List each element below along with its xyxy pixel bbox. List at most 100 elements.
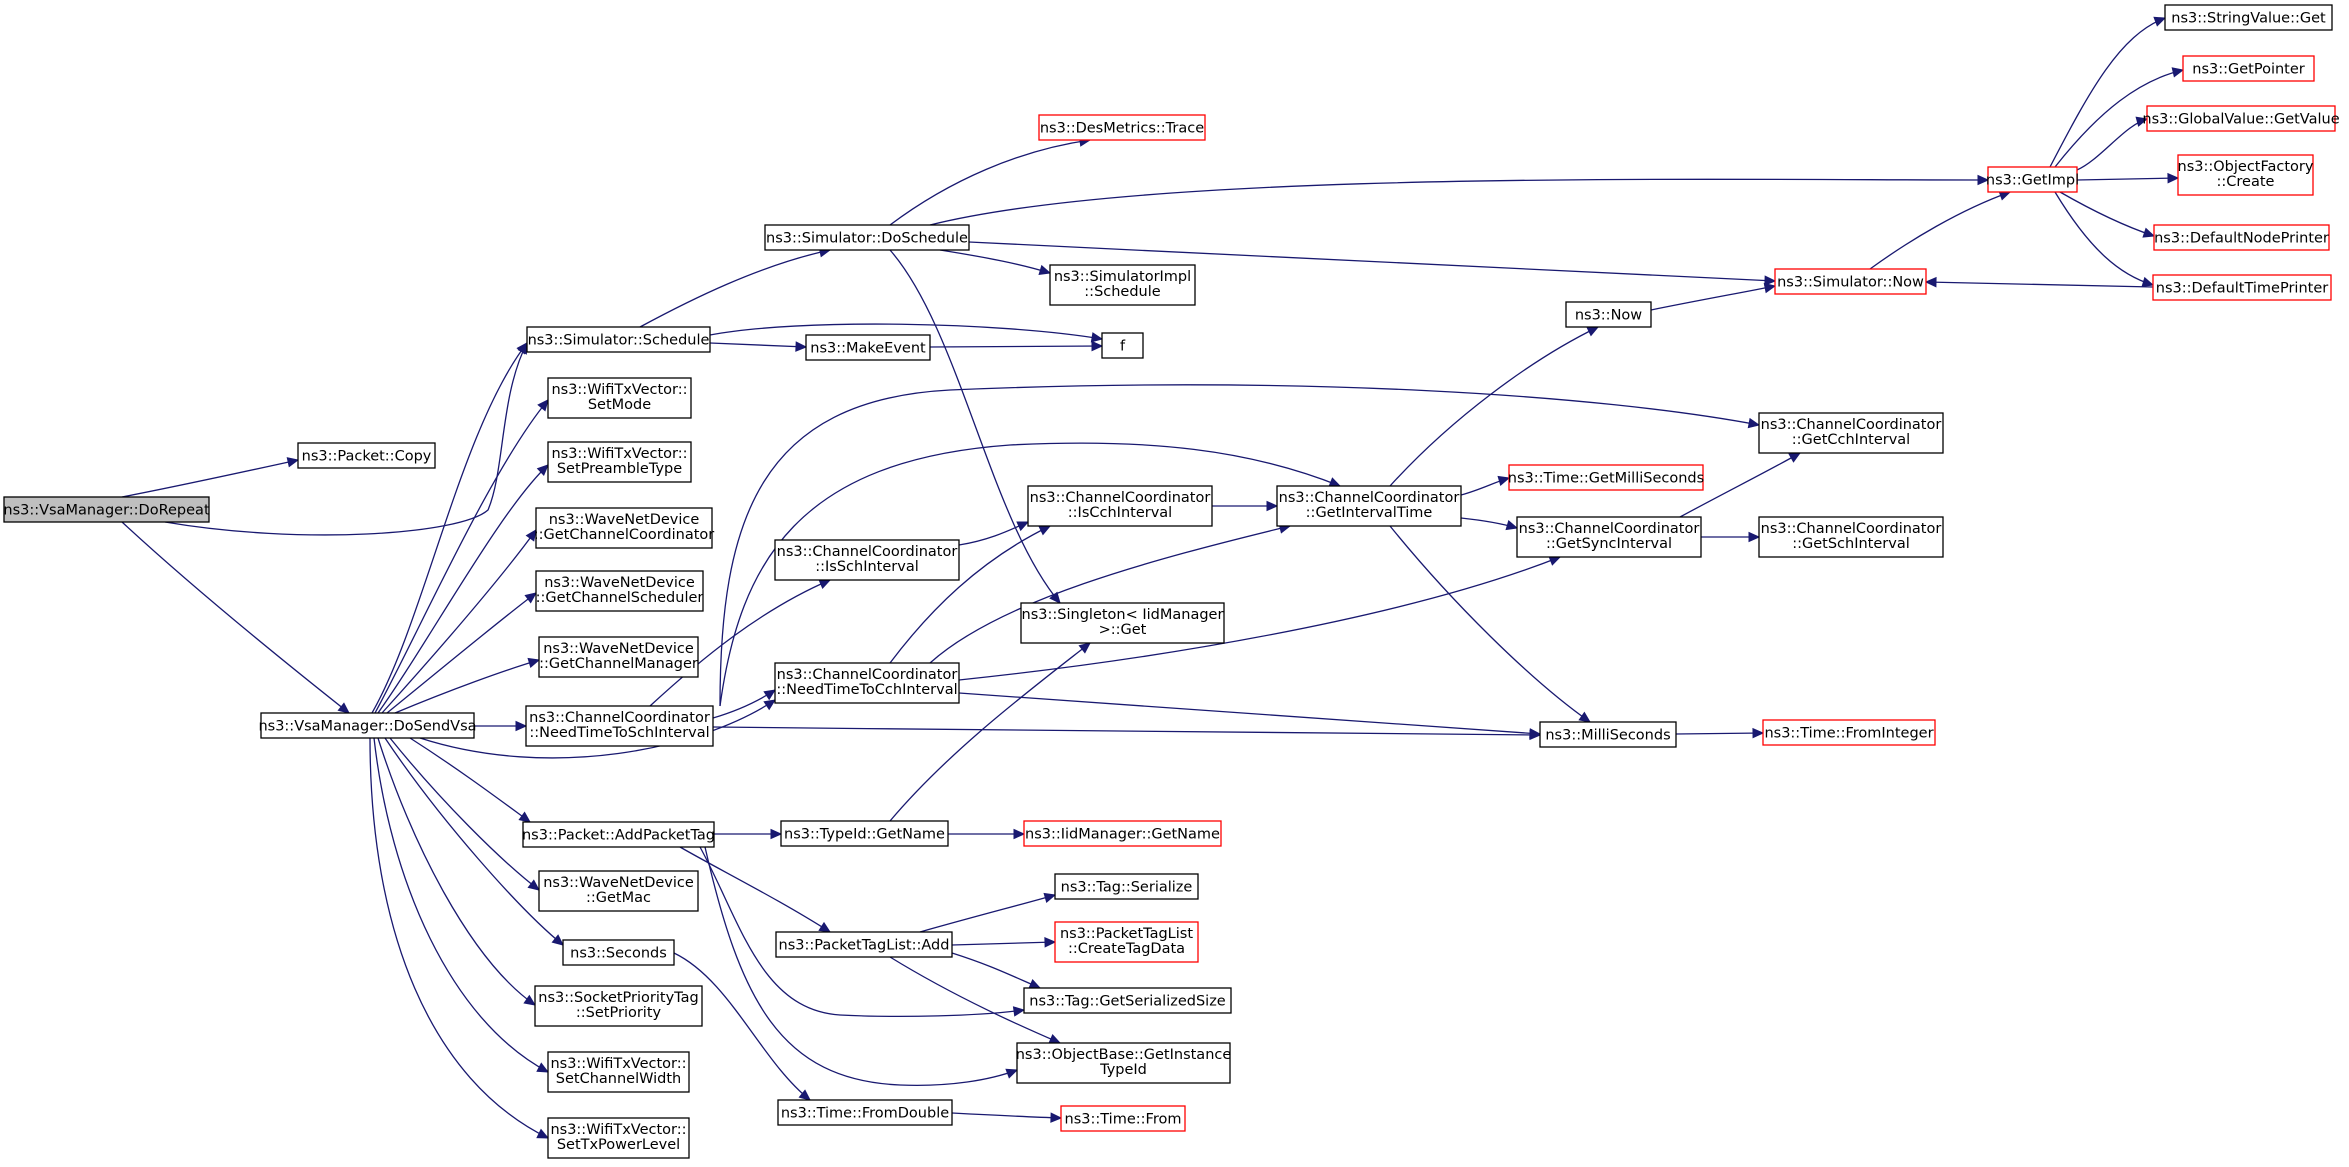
edge-getimpl-to-objfactory bbox=[2076, 172, 2180, 184]
edge-deftimeprinter-to-sim_now bbox=[1924, 276, 2154, 288]
arrowhead bbox=[1529, 728, 1542, 739]
node-label: ::GetSyncInterval bbox=[1546, 536, 1672, 552]
node-makeevent[interactable]: ns3::MakeEvent bbox=[805, 334, 931, 361]
edge-line bbox=[2076, 118, 2148, 171]
node-sim-now[interactable]: ns3::Simulator::Now bbox=[1774, 268, 1927, 295]
node-createtagdata[interactable]: ns3::PacketTagList::CreateTagData bbox=[1054, 921, 1199, 963]
node-tag-getsersize[interactable]: ns3::Tag::GetSerializedSize bbox=[1023, 987, 1232, 1014]
edge-line bbox=[2059, 191, 2155, 237]
node-getintervaltime[interactable]: ns3::ChannelCoordinator::GetIntervalTime bbox=[1276, 485, 1462, 527]
node-iscchint[interactable]: ns3::ChannelCoordinator::IsCchInterval bbox=[1027, 485, 1213, 527]
node-setpriority[interactable]: ns3::SocketPriorityTag::SetPriority bbox=[534, 985, 703, 1027]
edge-doschedule-to-simimpl_sched bbox=[939, 249, 1052, 276]
node-label: ns3::VsaManager::DoRepeat bbox=[3, 503, 210, 519]
node-box bbox=[1060, 1105, 1186, 1132]
node-box bbox=[547, 441, 692, 483]
edge-line bbox=[709, 323, 1103, 340]
node-ptl-add[interactable]: ns3::PacketTagList::Add bbox=[775, 931, 953, 958]
edge-iscchint-to-getintervaltime bbox=[1212, 500, 1279, 512]
node-deftimeprinter[interactable]: ns3::DefaultTimePrinter bbox=[2152, 274, 2332, 301]
node-label: ns3::PacketTagList bbox=[1060, 926, 1193, 942]
node-box bbox=[2177, 154, 2314, 196]
node-desmetrics[interactable]: ns3::DesMetrics::Trace bbox=[1038, 114, 1206, 141]
edge-line bbox=[929, 345, 1103, 348]
node-seconds[interactable]: ns3::Seconds bbox=[562, 939, 675, 966]
node-getcchint[interactable]: ns3::ChannelCoordinator::GetCchInterval bbox=[1758, 412, 1944, 454]
node-setpreamble[interactable]: ns3::WifiTxVector::SetPreambleType bbox=[547, 441, 692, 483]
node-box bbox=[547, 377, 692, 419]
node-objfactory[interactable]: ns3::ObjectFactory::Create bbox=[2177, 154, 2314, 196]
node-settxpower[interactable]: ns3::WifiTxVector::SetTxPowerLevel bbox=[547, 1117, 690, 1159]
node-typeid-getname[interactable]: ns3::TypeId::GetName bbox=[780, 820, 949, 847]
node-setmode[interactable]: ns3::WifiTxVector::SetMode bbox=[547, 377, 692, 419]
node-addpackettag[interactable]: ns3::Packet::AddPacketTag bbox=[522, 821, 715, 848]
edge-line bbox=[121, 459, 299, 498]
node-getschint[interactable]: ns3::ChannelCoordinator::GetSchInterval bbox=[1758, 516, 1944, 558]
node-getsyncint[interactable]: ns3::ChannelCoordinator::GetSyncInterval bbox=[1516, 516, 1702, 558]
node-sim-schedule[interactable]: ns3::Simulator::Schedule bbox=[526, 326, 711, 353]
node-needsch[interactable]: ns3::ChannelCoordinator::NeedTimeToSchIn… bbox=[525, 705, 714, 747]
arrowhead bbox=[1764, 275, 1777, 286]
node-label: SetChannelWidth bbox=[556, 1071, 681, 1087]
edge-dosendvsa-to-setpriority bbox=[377, 737, 537, 1006]
node-iid-getname[interactable]: ns3::IidManager::GetName bbox=[1023, 820, 1222, 847]
node-singleton[interactable]: ns3::Singleton< IidManager>::Get bbox=[1020, 602, 1225, 644]
edge-line bbox=[679, 846, 831, 933]
edge-line bbox=[381, 529, 537, 714]
node-f[interactable]: f bbox=[1101, 332, 1144, 359]
node-label: ns3::Simulator::Schedule bbox=[528, 333, 710, 349]
node-fromdouble[interactable]: ns3::Time::FromDouble bbox=[777, 1099, 953, 1126]
node-setchwidth[interactable]: ns3::WifiTxVector::SetChannelWidth bbox=[547, 1051, 690, 1093]
node-label: ns3::WifiTxVector:: bbox=[551, 382, 687, 398]
edge-needcch-to-getsyncint bbox=[958, 555, 1562, 681]
node-box bbox=[780, 820, 949, 847]
node-isschint[interactable]: ns3::ChannelCoordinator::IsSchInterval bbox=[774, 539, 960, 581]
node-simimpl-sched[interactable]: ns3::SimulatorImpl::Schedule bbox=[1049, 264, 1196, 306]
node-getmac[interactable]: ns3::WaveNetDevice::GetMac bbox=[538, 870, 699, 912]
node-getchsched[interactable]: ns3::WaveNetDevice::GetChannelScheduler bbox=[535, 570, 704, 612]
edge-layer bbox=[121, 16, 2185, 1139]
arrowhead bbox=[1586, 326, 1600, 337]
node-box bbox=[3, 496, 210, 523]
node-stringvalue-get[interactable]: ns3::StringValue::Get bbox=[2164, 4, 2333, 31]
node-label: ns3::IidManager::GetName bbox=[1025, 827, 1220, 843]
edge-isschint-to-iscchint bbox=[958, 521, 1030, 546]
node-box bbox=[1023, 987, 1232, 1014]
node-milliseconds[interactable]: ns3::MilliSeconds bbox=[1539, 721, 1677, 748]
node-time-from[interactable]: ns3::Time::From bbox=[1060, 1105, 1186, 1132]
node-getchcoord[interactable]: ns3::WaveNetDevice::GetChannelCoordinato… bbox=[534, 507, 715, 549]
node-label: ns3::ChannelCoordinator bbox=[1030, 490, 1211, 506]
arrowhead bbox=[1328, 477, 1342, 487]
edge-line bbox=[639, 249, 831, 328]
node-defnodeprinter[interactable]: ns3::DefaultNodePrinter bbox=[2153, 224, 2330, 251]
edge-dosendvsa-to-setmode bbox=[374, 399, 549, 714]
node-doschedule[interactable]: ns3::Simulator::DoSchedule bbox=[764, 224, 970, 251]
node-label: ns3::Now bbox=[1575, 308, 1642, 324]
node-label: ns3::ChannelCoordinator bbox=[777, 667, 958, 683]
node-getpointer[interactable]: ns3::GetPointer bbox=[2182, 55, 2315, 82]
edge-dosendvsa-to-getmac bbox=[389, 737, 540, 891]
node-box bbox=[1023, 820, 1222, 847]
node-dosendvsa[interactable]: ns3::VsaManager::DoSendVsa bbox=[258, 712, 477, 739]
edge-line bbox=[719, 442, 1341, 707]
node-label: ns3::Time::GetMilliSeconds bbox=[1508, 471, 1704, 487]
node-getchmgr[interactable]: ns3::WaveNetDevice::GetChannelManager bbox=[538, 636, 699, 678]
node-label: ns3::WifiTxVector:: bbox=[550, 1122, 686, 1138]
node-globalvalue[interactable]: ns3::GlobalValue::GetValue bbox=[2142, 105, 2340, 132]
node-tag-serialize[interactable]: ns3::Tag::Serialize bbox=[1054, 873, 1199, 900]
node-now[interactable]: ns3::Now bbox=[1565, 301, 1652, 328]
node-box bbox=[775, 931, 953, 958]
node-getimpl[interactable]: ns3::GetImpl bbox=[1986, 166, 2079, 193]
node-label: ns3::Packet::AddPacketTag bbox=[522, 828, 715, 844]
edge-getintervaltime-to-now bbox=[1389, 326, 1600, 487]
edge-line bbox=[889, 956, 1061, 1044]
node-label: ::GetSchInterval bbox=[1792, 536, 1910, 552]
node-packet-copy[interactable]: ns3::Packet::Copy bbox=[297, 442, 436, 469]
node-label: ns3::DesMetrics::Trace bbox=[1040, 121, 1204, 137]
node-getmilliseconds[interactable]: ns3::Time::GetMilliSeconds bbox=[1508, 464, 1704, 491]
node-box bbox=[547, 1051, 690, 1093]
node-needcch[interactable]: ns3::ChannelCoordinator::NeedTimeToCchIn… bbox=[774, 662, 960, 704]
node-time-fromint[interactable]: ns3::Time::FromInteger bbox=[1762, 719, 1936, 746]
node-label: TypeId bbox=[1099, 1062, 1147, 1078]
